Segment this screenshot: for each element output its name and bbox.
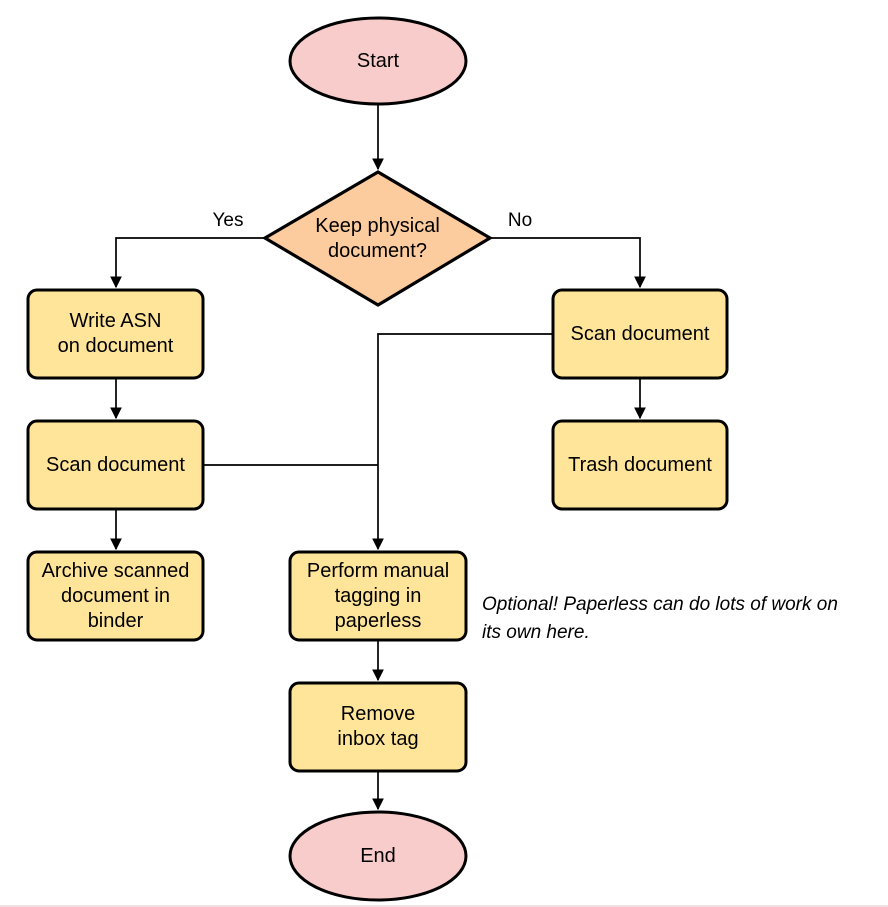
edge-scan-right-to-tagging (372, 333, 553, 551)
end-node-label: End (360, 844, 396, 867)
bottom-edge-line (0, 905, 888, 907)
scan-right-node-label: Scan document (570, 322, 710, 345)
remove-inbox-node-label: Remove inbox tag (337, 703, 419, 750)
scan-left-box-shape (26, 419, 205, 511)
tagging-box-shape (288, 550, 468, 642)
edge-decision-yes-to-write-asn (110, 237, 265, 289)
start-node-label: Start (356, 49, 400, 72)
tagging-node-label: Perform manual tagging in paperless (306, 559, 450, 632)
decision-diamond-shape (261, 170, 494, 307)
decision-node-label: Keep physical document? (315, 214, 440, 262)
trash-node-label: Trash document (568, 453, 712, 476)
optional-annotation-text: Optional! Paperless can do lots of work … (482, 594, 838, 643)
write-asn-node-label: Write ASN on document (57, 310, 174, 357)
archive-box-shape (26, 550, 205, 642)
scan-left-node-label: Scan document (46, 453, 185, 476)
write-asn-box-shape (26, 288, 205, 380)
scan-right-box-shape (551, 288, 729, 380)
start-terminator-shape (288, 16, 468, 106)
archive-node-label: Archive scanned document in binder (41, 559, 190, 632)
trash-box-shape (551, 419, 729, 511)
no-edge-label: No (507, 210, 533, 231)
edge-decision-no-to-scan-right (490, 237, 646, 289)
end-terminator-shape (288, 810, 468, 902)
remove-inbox-box-shape (288, 681, 468, 773)
yes-edge-label: Yes (212, 210, 244, 231)
